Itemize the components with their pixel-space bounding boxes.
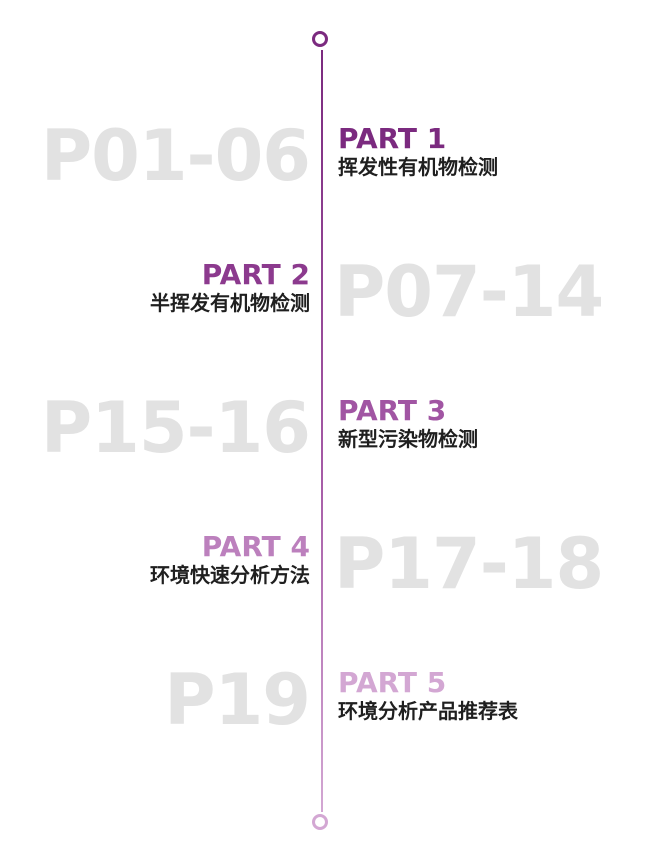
timeline-end-node xyxy=(312,814,328,830)
part-title-4: 环境快速分析方法 xyxy=(150,563,310,587)
page-range-3: P15-16 xyxy=(40,387,311,469)
part-label-2: PART 2 xyxy=(201,258,310,291)
part-label-5: PART 5 xyxy=(338,666,447,699)
part-label-3: PART 3 xyxy=(338,394,447,427)
timeline-start-node xyxy=(312,31,328,47)
timeline-line xyxy=(321,50,323,812)
section-4: PART 4 环境快速分析方法 xyxy=(150,532,310,588)
part-title-2: 半挥发有机物检测 xyxy=(150,291,310,315)
part-label-1: PART 1 xyxy=(338,122,447,155)
page-range-5: P19 xyxy=(164,659,311,741)
section-3: PART 3 新型污染物检测 xyxy=(338,396,478,452)
part-title-3: 新型污染物检测 xyxy=(338,427,478,451)
page-range-4: P17-18 xyxy=(334,523,604,605)
section-5: PART 5 环境分析产品推荐表 xyxy=(338,668,518,724)
part-label-4: PART 4 xyxy=(201,530,310,563)
page-range-1: P01-06 xyxy=(40,115,311,197)
page-range-2: P07-14 xyxy=(334,251,604,333)
section-1: PART 1 挥发性有机物检测 xyxy=(338,124,498,180)
section-2: PART 2 半挥发有机物检测 xyxy=(150,260,310,316)
part-title-5: 环境分析产品推荐表 xyxy=(338,699,518,723)
part-title-1: 挥发性有机物检测 xyxy=(338,155,498,179)
